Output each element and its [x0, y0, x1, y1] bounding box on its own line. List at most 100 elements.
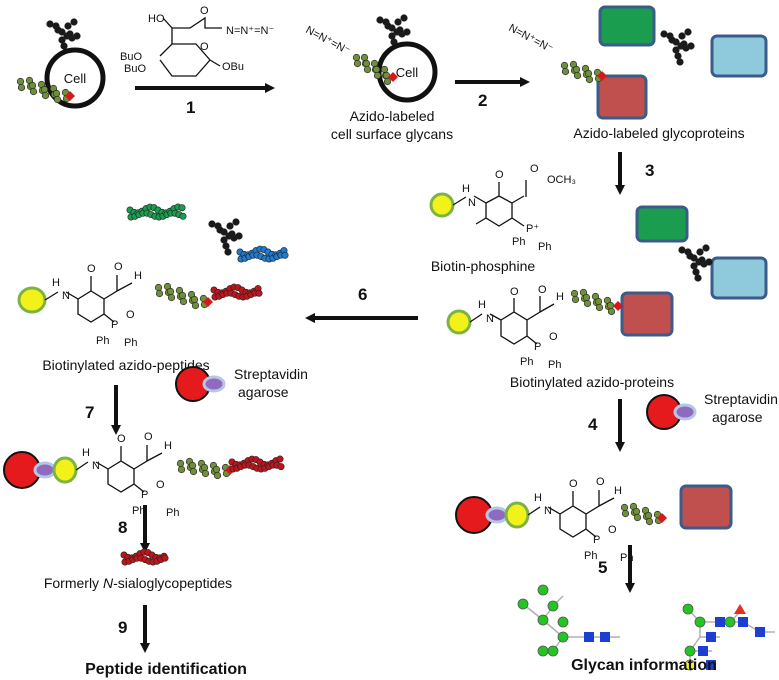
step-5-label: 5 [598, 558, 607, 577]
reagent-buo-top: BuO [120, 51, 142, 63]
cp-p: P [141, 489, 148, 501]
bpp-nh2: H [134, 270, 142, 282]
bpp-p: P [111, 319, 118, 331]
peptide-red-icon [210, 283, 263, 301]
high-mannose-glycan-icon [517, 584, 620, 657]
bpp-n: N [62, 290, 70, 302]
peptide-green-icon [126, 203, 187, 221]
bp-ph-2: Ph [538, 241, 551, 253]
biotinylated-protein-skeleton [469, 296, 555, 345]
cp-ph-2: Ph [166, 507, 179, 519]
sialoglycan-tree-icon [208, 218, 243, 256]
streptavidin-icon [202, 375, 226, 393]
cpr-ph-1: Ph [584, 550, 597, 562]
step-9-label: 9 [118, 618, 127, 637]
reagent-carbonyl-o: O [200, 5, 209, 17]
agarose-label-1: agarose [238, 384, 289, 400]
cpr-o2: O [596, 476, 605, 488]
bap-nh: H [478, 299, 486, 311]
bap-po: O [549, 331, 558, 343]
bap-n: N [486, 313, 494, 325]
glycan-chain-icon [560, 60, 607, 84]
sialoglycan-tree-icon [660, 28, 695, 66]
bp-nh: H [462, 183, 470, 195]
peptide-blue-icon [236, 245, 289, 263]
peptide-red-icon [228, 455, 285, 473]
streptavidin-icon-2 [33, 461, 57, 479]
cp-o: O [117, 433, 126, 445]
glycan-information-title: Glycan information [571, 657, 717, 674]
biotin-icon-5 [504, 501, 530, 529]
complex-glycan-icon [682, 603, 775, 671]
cp-n: N [92, 460, 100, 472]
captured-protein-skeleton [527, 490, 615, 538]
protein-green-icon [598, 5, 656, 47]
bpp-po: O [126, 309, 135, 321]
streptavidin-label-2: Streptavidin [704, 391, 778, 407]
bp-o-ester: O [530, 163, 539, 175]
cp-ph-1: Ph [132, 505, 145, 517]
azide-tag-1: N=N⁺=N⁻ [304, 24, 352, 57]
biotin-icon [429, 192, 455, 218]
protein-green-icon-2 [635, 205, 689, 243]
reagent-ho: HO [148, 13, 165, 25]
azido-glycoproteins-group: N=N⁺=N⁻ [507, 5, 768, 120]
sialoglycan-tree-icon [678, 244, 713, 282]
streptavidin-icon-4 [485, 506, 509, 524]
protein-red-icon-3 [679, 484, 733, 530]
protein-blue-icon [710, 34, 768, 78]
bp-p: P⁺ [526, 223, 539, 235]
biotinylated-peptide-skeleton [44, 275, 133, 323]
cpr-o: O [569, 478, 578, 490]
bap-ph-2: Ph [548, 359, 561, 371]
protein-red-icon-2 [620, 291, 674, 337]
step-8-label: 8 [118, 518, 127, 537]
bpp-o: O [87, 263, 96, 275]
glycan-chain-icon [154, 282, 213, 310]
biotin-phosphine-skeleton [452, 180, 527, 227]
biotin-phosphine-group: H N O O OCH₃ P⁺ Ph Ph [429, 163, 576, 253]
step-6-label: 6 [358, 285, 367, 304]
reagent-skeleton [159, 16, 222, 77]
peptide-red-icon [120, 548, 169, 566]
cell-label: Cell [64, 71, 87, 86]
protein-blue-icon-2 [710, 256, 768, 300]
bp-ph-1: Ph [512, 236, 525, 248]
streptavidin-icon-3 [673, 403, 697, 421]
azido-cell-caption-line1: Azido-labeled [350, 108, 435, 124]
cpr-nh2: H [614, 485, 622, 497]
biotin-phosphine-caption: Biotin-phosphine [431, 258, 536, 274]
reagent-buo-bottom: BuO [124, 63, 146, 75]
glycan-chain-icon [620, 502, 667, 526]
azido-glycoproteins-caption: Azido-labeled glycoproteins [573, 125, 744, 141]
protein-red-icon [596, 74, 648, 120]
reagent-azide: N=N⁺=N⁻ [226, 25, 274, 37]
bap-o2: O [538, 284, 547, 296]
captured-protein-group: H N O O H P O Ph Ph [455, 476, 733, 564]
agarose-label-2: agarose [712, 409, 763, 425]
bp-n: N [468, 197, 476, 209]
reagent-obu: OBu [222, 61, 244, 73]
glycan-chain-icon [16, 76, 75, 104]
cp-nh: H [82, 447, 90, 459]
glycan-chain-icon [176, 457, 235, 480]
cp-nh2: H [164, 440, 172, 452]
step-4-label: 4 [588, 415, 598, 434]
biotinylated-peptides-group: H N O O H P O Ph Ph [17, 203, 289, 349]
bp-och3: OCH₃ [547, 174, 576, 186]
biotinylated-proteins-group: H N O O H P O Ph Ph [446, 205, 768, 371]
start-cell-group: Cell [16, 18, 106, 109]
cpr-nh: H [534, 492, 542, 504]
bpp-nh: H [52, 277, 60, 289]
azido-cell-group: Cell N=N⁺=N⁻ [304, 14, 438, 103]
cp-po: O [156, 479, 165, 491]
formerly-caption: Formerly N-sialoglycopeptides [44, 575, 232, 591]
cpr-p: P [593, 534, 600, 546]
captured-peptide-skeleton [75, 445, 163, 493]
glycan-chain-icon [570, 288, 623, 316]
bap-p: P [534, 341, 541, 353]
bap-nh2: H [556, 291, 564, 303]
azido-cell-label: Cell [396, 65, 419, 80]
peptide-identification-title: Peptide identification [85, 661, 247, 678]
